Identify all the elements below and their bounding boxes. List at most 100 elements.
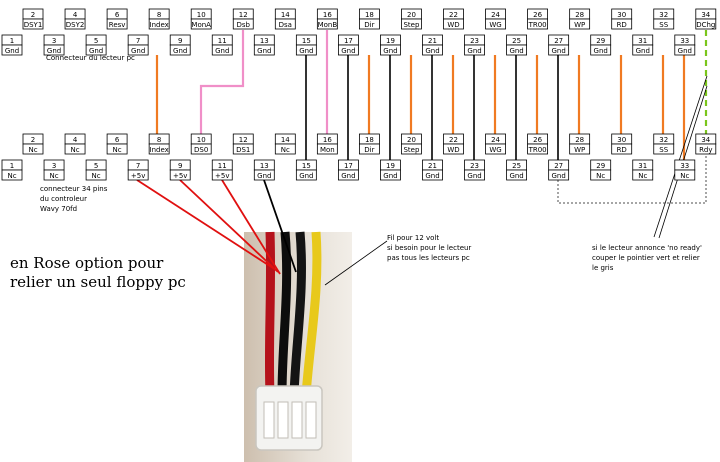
controller-note-line: du controleur (40, 195, 87, 203)
pin-number: 24 (491, 11, 500, 19)
pin-number: 29 (596, 162, 605, 170)
pin-label: Gnd (425, 172, 439, 180)
pin-number: 2 (31, 11, 35, 19)
pin-label: Nc (50, 172, 59, 180)
pin-number: 31 (638, 162, 647, 170)
pin-label: Step (403, 21, 419, 29)
pin-number: 17 (344, 37, 353, 45)
pin-label: Gnd (131, 47, 145, 55)
pin-number: 27 (554, 37, 563, 45)
pin-number: 21 (428, 37, 437, 45)
pin-number: 16 (323, 11, 332, 19)
pin-label: DSY1 (24, 21, 43, 29)
pin-label: Nc (281, 146, 290, 154)
pin: 11+5v (211, 159, 233, 181)
pin-number: 8 (157, 11, 161, 19)
pin-label: Nc (7, 172, 16, 180)
pin-label: Gnd (678, 47, 692, 55)
ready-note-line: couper le pointier vert et relier (592, 254, 700, 262)
wavy-connector-top-row: 2Nc4Nc6Nc8Index10DS012DS114Nc16Mon18Dir2… (22, 133, 717, 155)
pin-number: 1 (10, 162, 14, 170)
pin: 4Nc (64, 133, 86, 155)
pc-connector-top-row: 2DSY14DSY26Resv8Index10MonA12Dsb14Dsa16M… (22, 8, 717, 30)
pin-label: Gnd (173, 47, 187, 55)
pin-label: Step (403, 146, 419, 154)
pin-label: TR00 (528, 146, 547, 154)
pin-number: 6 (115, 136, 120, 144)
pin-label: Nc (92, 172, 101, 180)
pin-label: +5v (215, 172, 229, 180)
pin-label: Resv (109, 21, 126, 29)
pin-number: 26 (533, 136, 542, 144)
pin-label: +5v (173, 172, 187, 180)
pin-label: Gnd (467, 172, 481, 180)
pin-number: 16 (323, 136, 332, 144)
pin-number: 22 (449, 136, 458, 144)
pin: 2Nc (22, 133, 44, 155)
pin-number: 7 (136, 162, 140, 170)
pin-label: Mon (320, 146, 335, 154)
pin-number: 30 (617, 136, 626, 144)
fil12-note-line: Fil pour 12 volt (387, 234, 439, 242)
pin: 5Nc (85, 159, 107, 181)
pin-number: 11 (218, 162, 227, 170)
pin-number: 31 (638, 37, 647, 45)
rose-note-line: relier un seul floppy pc (10, 273, 186, 291)
pin-label: DS0 (194, 146, 208, 154)
fil12-note-line: si besoin pour le lecteur (387, 244, 471, 252)
pin-label: Nc (638, 172, 647, 180)
pin-number: 13 (260, 37, 269, 45)
pin-label: SS (659, 21, 668, 29)
pin-label: Gnd (383, 172, 397, 180)
pin-number: 34 (701, 11, 710, 19)
pin-label: Dir (364, 146, 374, 154)
pin-label: Nc (28, 146, 37, 154)
pin-number: 3 (52, 37, 56, 45)
pin-number: 3 (52, 162, 56, 170)
pin-number: 27 (554, 162, 563, 170)
pin-label: Nc (596, 172, 605, 180)
pin-label: Gnd (551, 47, 565, 55)
pin-label: Gnd (425, 47, 439, 55)
pin-number: 11 (218, 37, 227, 45)
pin-label: Gnd (341, 47, 355, 55)
pin-number: 8 (157, 136, 161, 144)
pin-number: 10 (197, 11, 206, 19)
pin-label: Dsa (279, 21, 292, 29)
pin-number: 25 (512, 37, 521, 45)
